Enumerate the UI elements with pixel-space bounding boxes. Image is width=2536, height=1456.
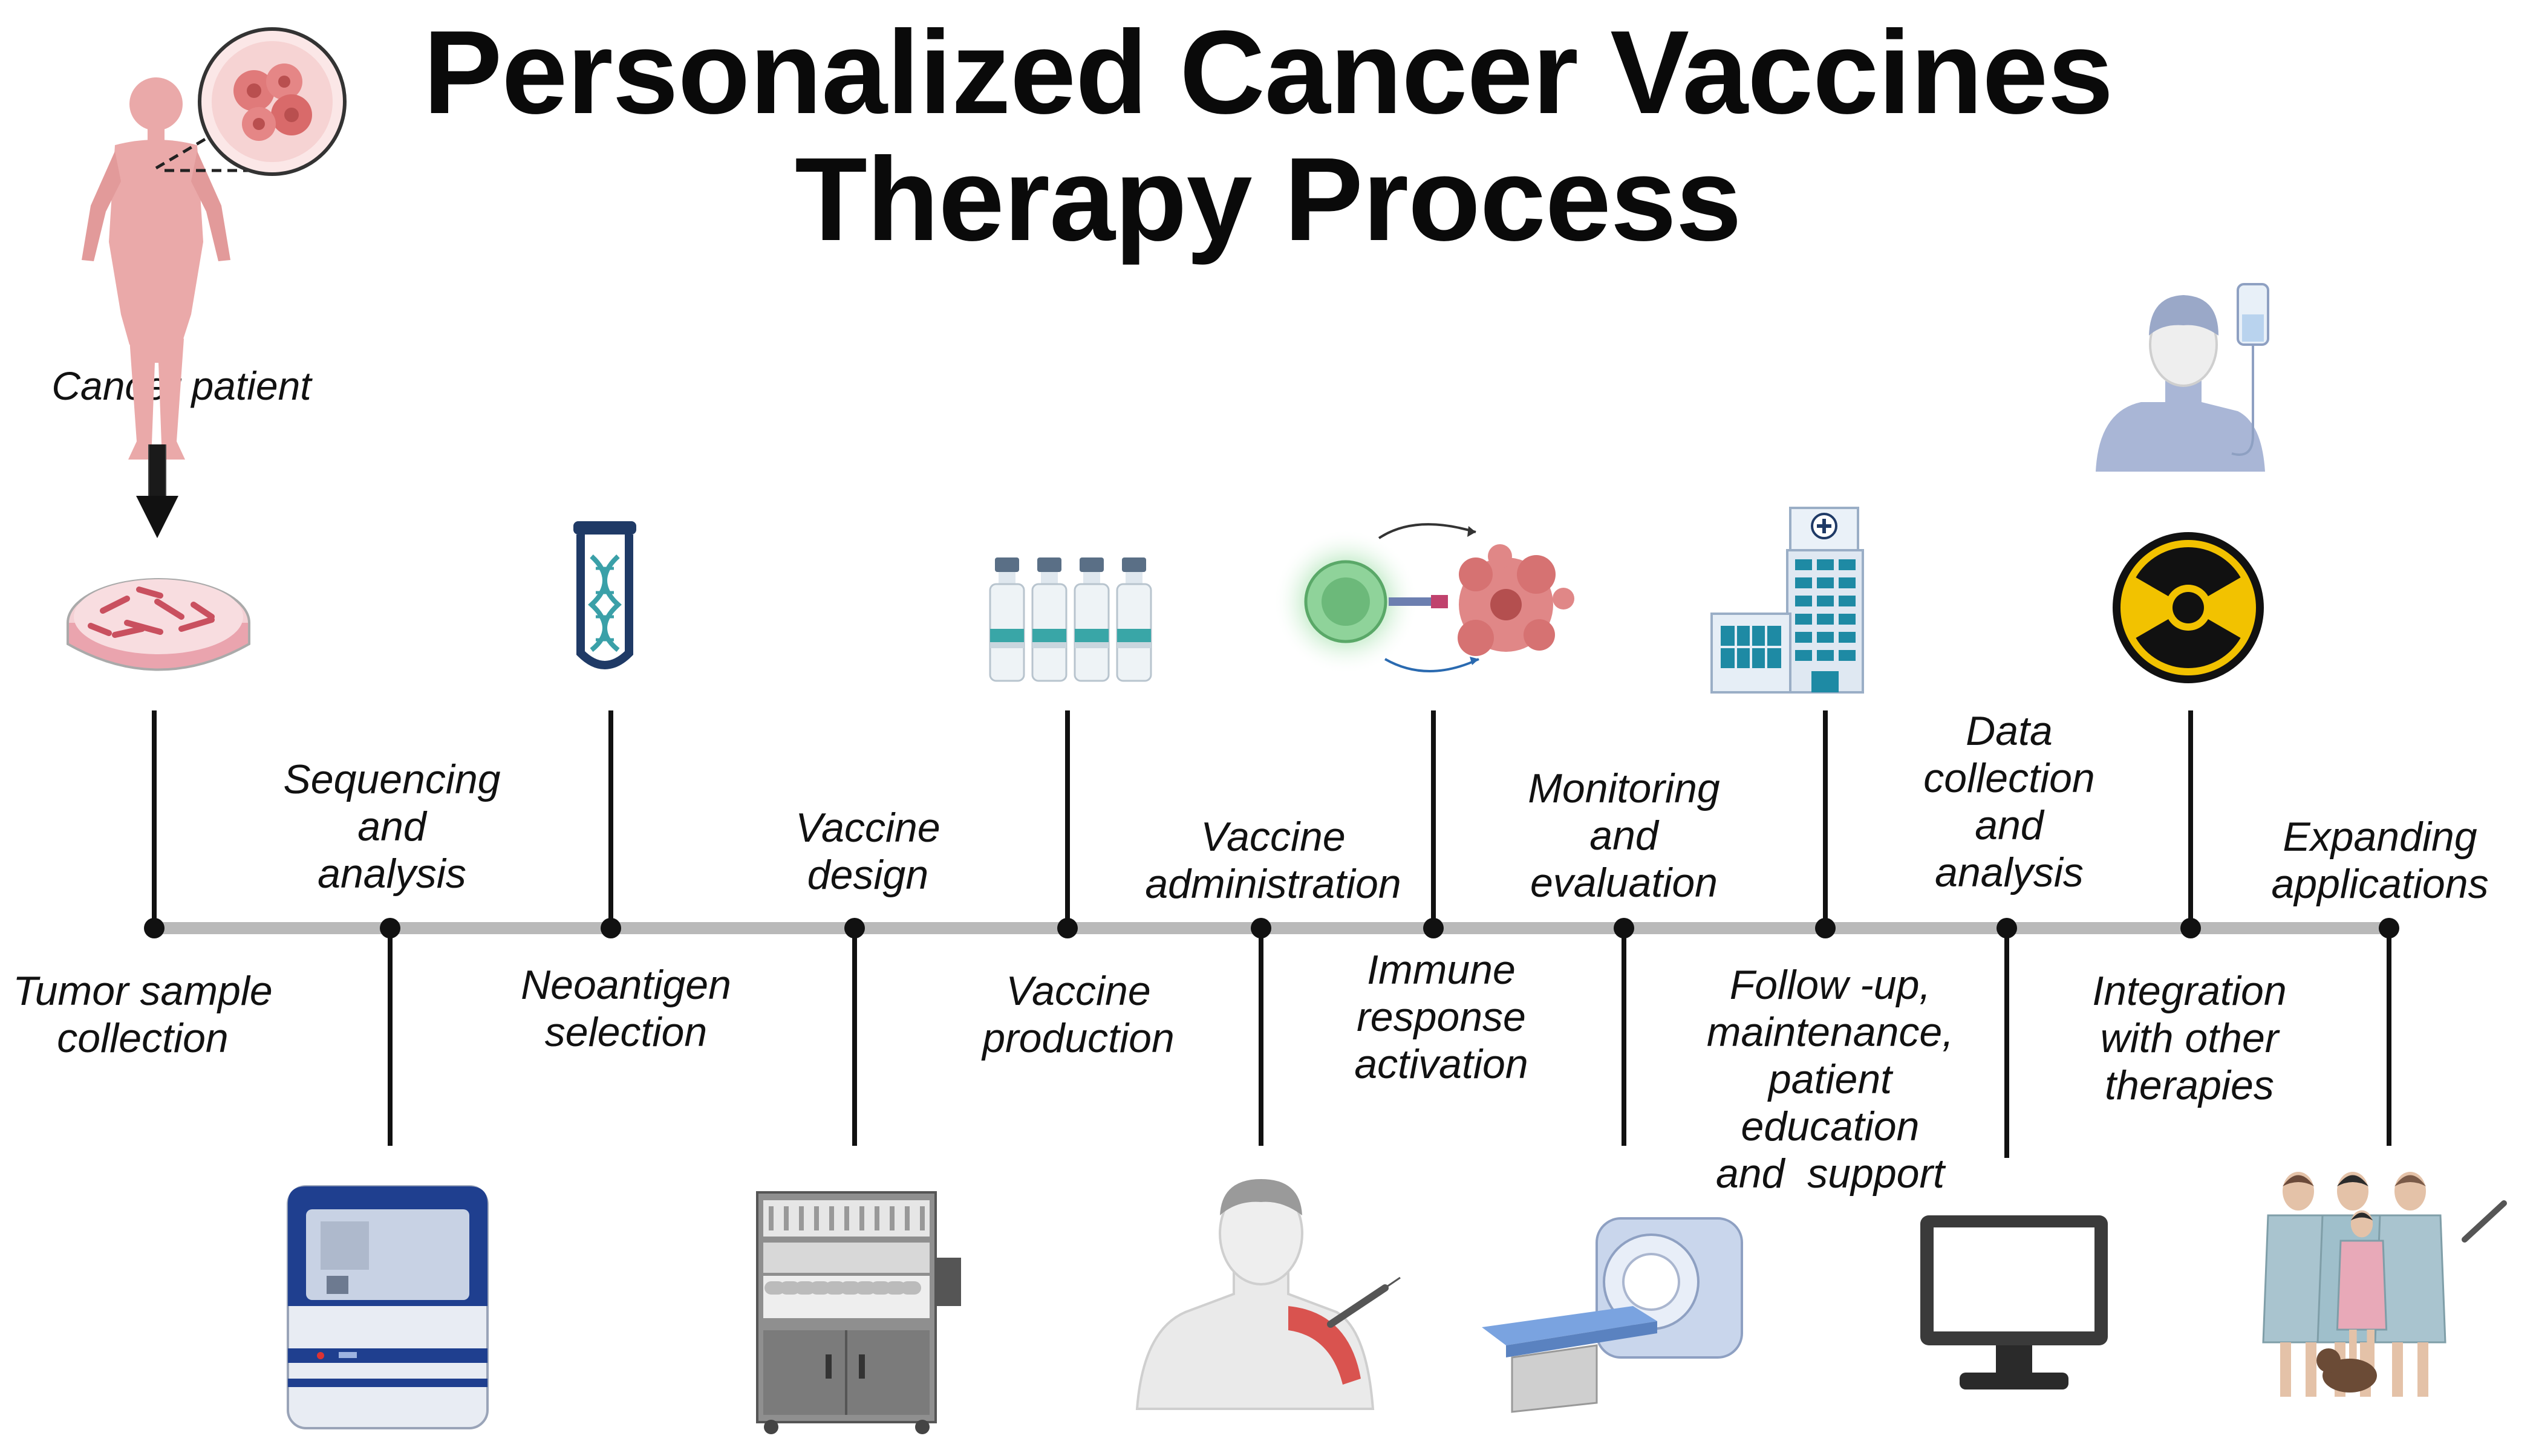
step-label-line: with other	[2100, 1015, 2279, 1061]
step-label-line: production	[982, 1015, 1175, 1061]
step-label-line: applications	[2271, 861, 2489, 907]
timeline-node	[601, 918, 621, 938]
step-label-line: Immune	[1367, 947, 1516, 993]
patient-with-iv-icon	[2096, 283, 2269, 472]
synthesizer-machine-icon	[756, 1191, 961, 1434]
petri-dish-icon	[67, 578, 250, 671]
step-label-line: activation	[1354, 1041, 1528, 1087]
shoulder-injection-icon	[1135, 1179, 1401, 1410]
timeline-node	[1614, 918, 1634, 938]
step-label-line: analysis	[318, 851, 466, 897]
step-label-line: Neoantigen	[521, 962, 731, 1008]
title-line-1: Personalized Cancer Vaccines	[423, 6, 2114, 138]
step-label-line: and support	[1715, 1151, 1945, 1197]
timeline-node	[380, 918, 400, 938]
timeline-node	[1423, 918, 1444, 938]
timeline-node	[844, 918, 865, 938]
timeline-node	[1997, 918, 2017, 938]
timeline-node	[1251, 918, 1271, 938]
dna-test-tube-icon	[573, 521, 636, 669]
step-label-line: design	[807, 852, 929, 898]
step-label-line: Vaccine	[795, 805, 940, 851]
timeline-stems	[144, 710, 2399, 1158]
sequencer-machine-icon	[287, 1185, 489, 1429]
step-label-line: collection	[57, 1015, 229, 1061]
timeline-node	[1057, 918, 1078, 938]
title-line-2: Therapy Process	[795, 133, 1742, 265]
step-label-line: Monitoring	[1528, 765, 1720, 811]
step-label-line: analysis	[1935, 850, 2084, 895]
step-label-line: response	[1357, 994, 1526, 1040]
immune-cell-attack-icon	[1273, 523, 1574, 674]
timeline-node	[144, 918, 165, 938]
step-label-line: collection	[1923, 755, 2095, 801]
patient-group-icon	[2262, 1172, 2507, 1397]
step-label-line: and	[1589, 813, 1658, 859]
step-label-line: and	[1975, 802, 2044, 848]
step-label-line: evaluation	[1530, 860, 1718, 906]
computer-monitor-icon	[1920, 1215, 2108, 1389]
timeline-node	[2180, 918, 2201, 938]
step-label-line: administration	[1145, 861, 1401, 907]
timeline-node	[1815, 918, 1836, 938]
vaccine-vials-icon	[989, 557, 1152, 682]
step-label-line: Integration	[2092, 968, 2287, 1014]
step-label-line: therapies	[2105, 1062, 2274, 1108]
step-label-line: patient	[1768, 1056, 1892, 1102]
step-label-line: Follow -up,	[1729, 962, 1931, 1008]
step-label-line: selection	[544, 1009, 708, 1055]
step-label-line: Data	[1966, 708, 2053, 754]
step-label-line: education	[1741, 1103, 1920, 1149]
cancer-patient-figure	[82, 27, 347, 460]
step-label-line: Vaccine	[1201, 814, 1346, 860]
step-label-line: Expanding	[2283, 814, 2477, 860]
down-arrow-icon	[136, 444, 178, 538]
step-label-line: Vaccine	[1006, 968, 1151, 1014]
timeline-node	[2379, 918, 2399, 938]
step-label-line: Tumor sample	[13, 968, 273, 1014]
step-label-line: Sequencing	[283, 756, 501, 802]
step-label-line: and	[357, 804, 426, 850]
hospital-icon	[1710, 507, 1864, 694]
radiation-symbol-icon	[2113, 532, 2264, 683]
ct-scanner-icon	[1482, 1217, 1743, 1413]
step-label-line: maintenance,	[1706, 1009, 1954, 1055]
